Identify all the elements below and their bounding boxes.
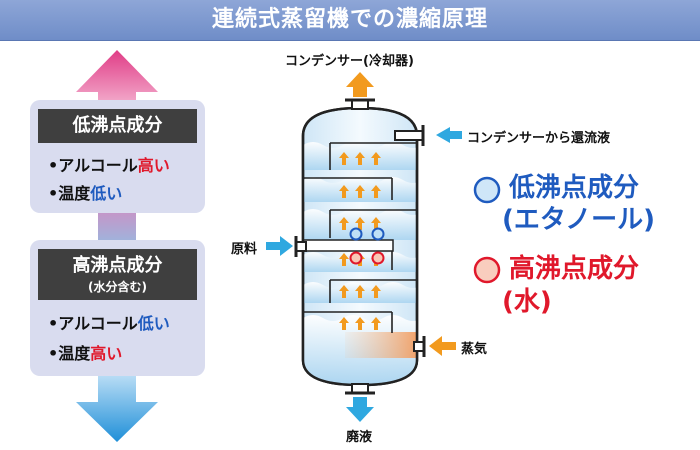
low-alcohol-bullet: •アルコール高い [48, 152, 170, 176]
high-temp-bullet: •温度高い [48, 340, 122, 364]
trays [303, 142, 417, 333]
high-temp-value: 高い [90, 344, 123, 363]
vapor-arrow [355, 217, 365, 230]
high-alcohol-value: 低い [137, 314, 170, 333]
legend-low-line1: 低沸点成分 [509, 173, 640, 203]
down-arrow [76, 376, 158, 442]
vapor-arrow [339, 185, 349, 198]
low-boiling-molecule [349, 227, 363, 241]
connector-bar [98, 212, 136, 242]
vapor-arrow [371, 285, 381, 298]
reflux-pipe [394, 125, 425, 146]
feed-label: 原料 [231, 242, 258, 257]
high-boiling-panel: 高沸点成分 (水分含む) •アルコール低い •温度高い [30, 240, 205, 376]
vapor-arrow [339, 317, 349, 330]
vapor-arrow [371, 217, 381, 230]
low-temp-bullet: •温度低い [48, 180, 122, 204]
legend-high-circle [473, 256, 501, 284]
vapor-arrow [339, 217, 349, 230]
vapor-arrow [371, 317, 381, 330]
low-boiling-heading: 低沸点成分 [38, 109, 197, 143]
steam-label: 蒸気 [461, 342, 488, 357]
top-nozzle [345, 98, 375, 110]
vapor-arrow [339, 285, 349, 298]
high-temp-label: •温度 [48, 344, 91, 363]
vapor-arrow [355, 152, 365, 165]
liquid-pool [303, 282, 417, 303]
low-boiling-molecule [371, 227, 385, 241]
vapor-flow-arrows [339, 152, 381, 330]
feed-arrow [266, 236, 293, 256]
up-arrow [76, 50, 158, 102]
legend-low-line2: (エタノール) [502, 205, 655, 235]
legend-high-line2: (水) [502, 287, 552, 317]
high-boiling-molecule [349, 251, 363, 265]
waste-arrow [346, 397, 374, 422]
high-boiling-molecule [371, 251, 385, 265]
high-boiling-subheading: (水分含む) [88, 280, 147, 294]
low-alcohol-label: •アルコール [48, 156, 138, 175]
liquid-pool [303, 209, 417, 240]
high-boiling-heading-box: 高沸点成分 (水分含む) [38, 249, 197, 300]
title-bar: 連続式蒸留機での濃縮原理 [0, 0, 700, 41]
reflux-arrow [436, 127, 462, 143]
page-title: 連続式蒸留機での濃縮原理 [211, 7, 488, 32]
vapor-arrow [355, 185, 365, 198]
vapor-arrow [355, 317, 365, 330]
feed-pipe [294, 236, 307, 257]
legend-low-circle [473, 176, 501, 204]
vapor-arrow [355, 285, 365, 298]
steam-pipe [413, 336, 426, 357]
high-alcohol-label: •アルコール [48, 314, 138, 333]
high-boiling-heading: 高沸点成分 [72, 255, 163, 276]
feed-pipe-inner [303, 239, 394, 252]
vapor-arrow [339, 152, 349, 165]
vapor-arrow [371, 152, 381, 165]
liquid-pool [303, 252, 417, 272]
condenser-arrow [346, 72, 374, 97]
legend-high-line1: 高沸点成分 [509, 254, 640, 284]
bottom-nozzle [345, 383, 375, 395]
steam-arrow [429, 336, 456, 356]
steam-glow [345, 332, 417, 358]
waste-label: 廃液 [346, 430, 373, 445]
vapor-arrow [339, 253, 349, 266]
condenser-label: コンデンサー(冷却器) [285, 54, 414, 69]
column-outline [301, 106, 419, 387]
high-alcohol-bullet: •アルコール低い [48, 310, 170, 334]
reflux-label: コンデンサーから還流液 [467, 131, 611, 146]
low-boiling-panel: 低沸点成分 •アルコール高い •温度低い [30, 100, 205, 213]
low-temp-label: •温度 [48, 184, 91, 203]
low-alcohol-value: 高い [137, 156, 170, 175]
column-interior [303, 142, 417, 385]
vapor-arrow [371, 185, 381, 198]
low-temp-value: 低い [90, 184, 123, 203]
